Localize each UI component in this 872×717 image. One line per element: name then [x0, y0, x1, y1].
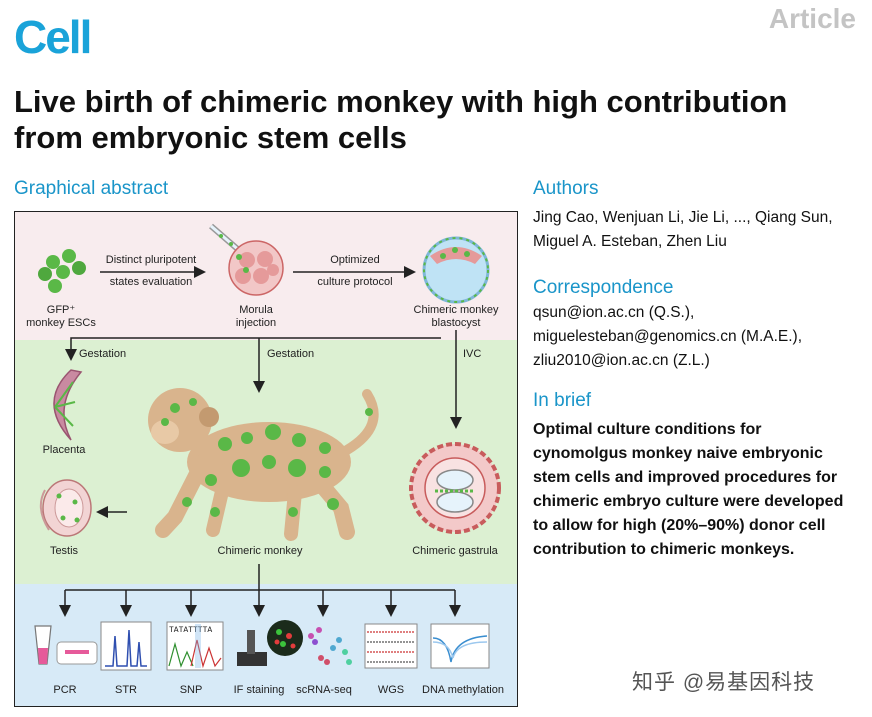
morula-label: Morula injection [221, 304, 291, 330]
blastocyst-label: Chimeric monkey blastocyst [407, 304, 505, 330]
arrow-pluripotent-label: Distinct pluripotent [101, 254, 201, 267]
morula-line-1: Morula [239, 304, 273, 316]
assay-label-snp: SNP [179, 684, 203, 696]
chimeric-gastrula-label: Chimeric gastrula [412, 545, 498, 557]
wgs-icon [364, 623, 418, 669]
pcr-icon [34, 625, 98, 665]
assay-label-wgs: WGS [377, 684, 405, 696]
in-brief-line-6: contribution to chimeric monkeys. [533, 541, 795, 558]
snp-icon: TATATTTTA [166, 621, 224, 671]
snp-sequence-text: TATATTTTA [169, 626, 212, 635]
graphical-abstract-figure: TATATTTTA [14, 211, 518, 707]
email-esteban-link[interactable]: miguelesteban@genomics.cn (M.A.E.), [533, 328, 803, 345]
in-brief-heading: In brief [533, 390, 592, 411]
scrna-seq-icon [308, 627, 352, 665]
in-brief-line-3: stem cells and improved procedures for [533, 469, 838, 486]
email-qsun-link[interactable]: qsun@ion.ac.cn (Q.S.), [533, 304, 695, 321]
esc-cluster-icon [38, 249, 86, 293]
esc-label-line-2: monkey ESCs [26, 317, 96, 329]
title-line-1: Live birth of chimeric monkey with high … [14, 84, 788, 119]
ivc-label: IVC [463, 348, 482, 360]
testis-label: Testis [49, 545, 79, 557]
authors-heading: Authors [533, 178, 599, 199]
morula-line-2: injection [235, 317, 277, 329]
source-watermark: 知乎 @易基因科技 [632, 671, 816, 694]
correspondence-emails: qsun@ion.ac.cn (Q.S.), miguelesteban@gen… [533, 301, 865, 373]
authors-line-1: Jing Cao, Wenjuan Li, Jie Li, ..., Qiang… [533, 209, 833, 226]
arrow2-line-2: culture protocol [317, 276, 393, 288]
chimeric-monkey-icon [148, 388, 379, 541]
str-icon [100, 621, 152, 671]
journal-logo: Cell [14, 11, 92, 63]
authors-line-2: Miguel A. Esteban, Zhen Liu [533, 233, 727, 250]
authors-list: Jing Cao, Wenjuan Li, Jie Li, ..., Qiang… [533, 206, 865, 254]
chimeric-monkey-label: Chimeric monkey [217, 545, 303, 557]
arrow-optimized-label: Optimized [305, 254, 405, 267]
assay-label-pcr: PCR [53, 684, 77, 696]
testis-icon [39, 479, 92, 537]
dna-methylation-icon [430, 623, 490, 669]
if-staining-icon [237, 620, 303, 666]
arrow1-line-1: Distinct pluripotent [105, 254, 197, 266]
arrow-protocol-label: culture protocol [305, 276, 405, 289]
in-brief-text: Optimal culture conditions for cynomolgu… [533, 418, 867, 562]
gestation-center-label: Gestation [267, 348, 315, 360]
correspondence-heading: Correspondence [533, 277, 674, 298]
assay-label-str: STR [115, 684, 137, 696]
article-title: Live birth of chimeric monkey with high … [14, 84, 864, 156]
esc-label-line-1: GFP⁺ [46, 304, 76, 316]
esc-label: GFP⁺ monkey ESCs [21, 304, 101, 330]
blastocyst-line-2: blastocyst [431, 317, 481, 329]
in-brief-line-4: chimeric embryo culture were developed [533, 493, 844, 510]
blastocyst-icon [422, 236, 490, 304]
in-brief-line-2: cynomolgus monkey naive embryonic [533, 445, 823, 462]
graphical-abstract-art: TATATTTTA [34, 223, 501, 671]
assay-label-dna-methylation: DNA methylation [422, 684, 504, 696]
placenta-label: Placenta [42, 444, 86, 456]
title-line-2: from embryonic stem cells [14, 120, 407, 155]
arrow1-line-2: states evaluation [109, 276, 193, 288]
gestation-left-label: Gestation [79, 348, 127, 360]
assay-label-if-staining: IF staining [233, 684, 285, 696]
in-brief-line-5: to allow for high (20%–90%) donor cell [533, 517, 826, 534]
article-type-label: Article [768, 3, 856, 34]
morula-icon [209, 223, 284, 296]
blastocyst-line-1: Chimeric monkey [413, 304, 499, 316]
graphical-abstract-heading: Graphical abstract [14, 178, 169, 199]
chimeric-gastrula-icon [409, 442, 501, 534]
email-zliu-link[interactable]: zliu2010@ion.ac.cn (Z.L.) [533, 352, 710, 369]
arrow-evaluation-label: states evaluation [101, 276, 201, 289]
arrow2-line-1: Optimized [330, 254, 380, 266]
placenta-icon [53, 369, 83, 441]
in-brief-line-1: Optimal culture conditions for [533, 421, 762, 438]
assay-label-scrna-seq: scRNA-seq [296, 684, 352, 696]
